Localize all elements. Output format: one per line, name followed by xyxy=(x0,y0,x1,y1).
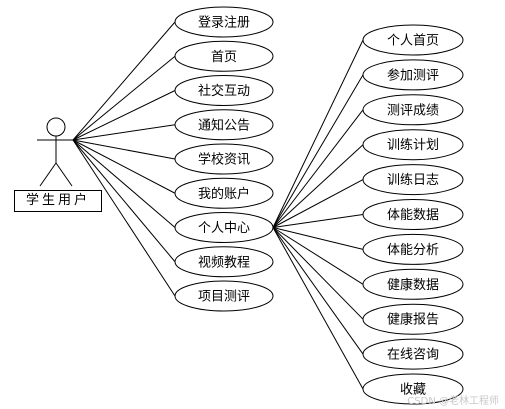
use-case-left-5: 学校资讯 xyxy=(174,143,274,175)
use-case-left-7: 个人中心 xyxy=(174,212,274,243)
extension-line xyxy=(272,39,364,228)
use-case-left-1-label: 登录注册 xyxy=(198,16,250,31)
use-case-left-7-shape xyxy=(174,212,274,243)
use-case-left-7-label: 个人中心 xyxy=(198,221,250,236)
use-case-right-6: 体能数据 xyxy=(362,199,464,230)
extension-line xyxy=(272,144,364,228)
use-case-right-6-shape xyxy=(362,199,464,230)
use-case-left-8-label: 视频教程 xyxy=(198,254,250,270)
actor-label: 学生用户 xyxy=(14,190,102,212)
use-case-right-1-shape xyxy=(362,24,464,56)
watermark: CSDN @老林工程师 xyxy=(407,396,499,407)
use-case-right-7-shape xyxy=(362,233,464,265)
actor-right-leg xyxy=(55,162,73,187)
association-line xyxy=(72,139,176,194)
use-case-right-11-shape xyxy=(362,373,464,405)
use-case-right-2-shape xyxy=(362,59,464,91)
use-case-left-1: 登录注册 xyxy=(174,6,274,38)
use-case-right-9-shape xyxy=(362,303,464,335)
association-line xyxy=(72,139,176,228)
use-case-right-4: 训练计划 xyxy=(362,129,464,161)
extension-line xyxy=(272,227,364,285)
association-lines xyxy=(72,21,364,390)
association-line xyxy=(72,139,176,263)
use-case-right-3-label: 测评成绩 xyxy=(387,103,439,118)
use-case-left-4-shape xyxy=(174,109,274,141)
use-case-left-5-shape xyxy=(174,143,274,175)
actor-head xyxy=(46,117,66,137)
use-case-left-2: 首页 xyxy=(174,40,274,72)
extension-line xyxy=(272,214,364,228)
use-case-left-9: 项目测评 xyxy=(174,280,274,312)
use-case-right-7-label: 体能分析 xyxy=(387,243,439,258)
use-case-right-11-label: 收藏 xyxy=(400,383,426,398)
use-case-right-3: 测评成绩 xyxy=(362,94,464,126)
actor-left-leg xyxy=(39,162,57,187)
use-case-right-2-label: 参加测评 xyxy=(387,67,439,83)
extension-line xyxy=(272,109,364,228)
extension-line xyxy=(272,227,364,390)
association-line xyxy=(72,90,176,141)
use-case-right-8-shape xyxy=(362,268,464,300)
use-case-left-4-label: 通知公告 xyxy=(198,117,250,133)
use-case-left-6-label: 我的账户 xyxy=(198,186,250,202)
use-case-right-10-label: 在线咨询 xyxy=(387,348,439,363)
use-case-right-8-label: 健康数据 xyxy=(387,277,439,293)
use-case-right-4-label: 训练计划 xyxy=(387,138,439,153)
extension-line xyxy=(272,227,364,250)
association-line xyxy=(72,21,176,141)
use-case-right-10-shape xyxy=(362,338,464,370)
use-case-right-2: 参加测评 xyxy=(362,59,464,91)
use-case-right-8: 健康数据 xyxy=(362,268,464,300)
extension-line xyxy=(272,227,364,320)
use-case-right-1: 个人首页 xyxy=(362,24,464,56)
extension-line xyxy=(272,227,364,355)
use-case-right-7: 体能分析 xyxy=(362,233,464,265)
association-line xyxy=(72,55,176,141)
use-case-left-3: 社交互动 xyxy=(174,75,274,106)
use-case-right-11: 收藏 xyxy=(362,373,464,405)
extension-line xyxy=(272,74,364,228)
association-line xyxy=(72,139,176,160)
use-case-right-9: 健康报告 xyxy=(362,303,464,335)
use-case-right-9-label: 健康报告 xyxy=(387,312,439,328)
use-case-left-9-shape xyxy=(174,280,274,312)
use-case-right-5-label: 训练日志 xyxy=(387,173,439,188)
use-case-right-10: 在线咨询 xyxy=(362,338,464,370)
use-case-right-5-shape xyxy=(362,164,464,196)
use-case-left-5-label: 学校资讯 xyxy=(198,152,250,168)
use-case-right-1-label: 个人首页 xyxy=(387,34,439,49)
actor-stick-figure xyxy=(37,117,75,187)
use-case-left-8: 视频教程 xyxy=(174,246,274,278)
use-case-right-4-shape xyxy=(362,129,464,161)
use-case-left-1-shape xyxy=(174,6,274,38)
use-case-left-2-shape xyxy=(174,40,274,72)
use-case-left-6-shape xyxy=(174,177,274,209)
use-case-left-4: 通知公告 xyxy=(174,109,274,141)
use-case-left-3-shape xyxy=(174,75,274,106)
use-case-right-5: 训练日志 xyxy=(362,164,464,196)
use-case-left-6: 我的账户 xyxy=(174,177,274,209)
use-case-right-6-label: 体能数据 xyxy=(387,208,439,223)
extension-line xyxy=(272,179,364,228)
use-case-right-3-shape xyxy=(362,94,464,126)
use-case-left-2-label: 首页 xyxy=(211,50,237,65)
use-case-left-3-label: 社交互动 xyxy=(198,83,250,99)
association-line xyxy=(72,124,176,141)
use-case-left-9-label: 项目测评 xyxy=(198,290,250,305)
use-case-left-8-shape xyxy=(174,246,274,278)
association-line xyxy=(72,139,176,297)
